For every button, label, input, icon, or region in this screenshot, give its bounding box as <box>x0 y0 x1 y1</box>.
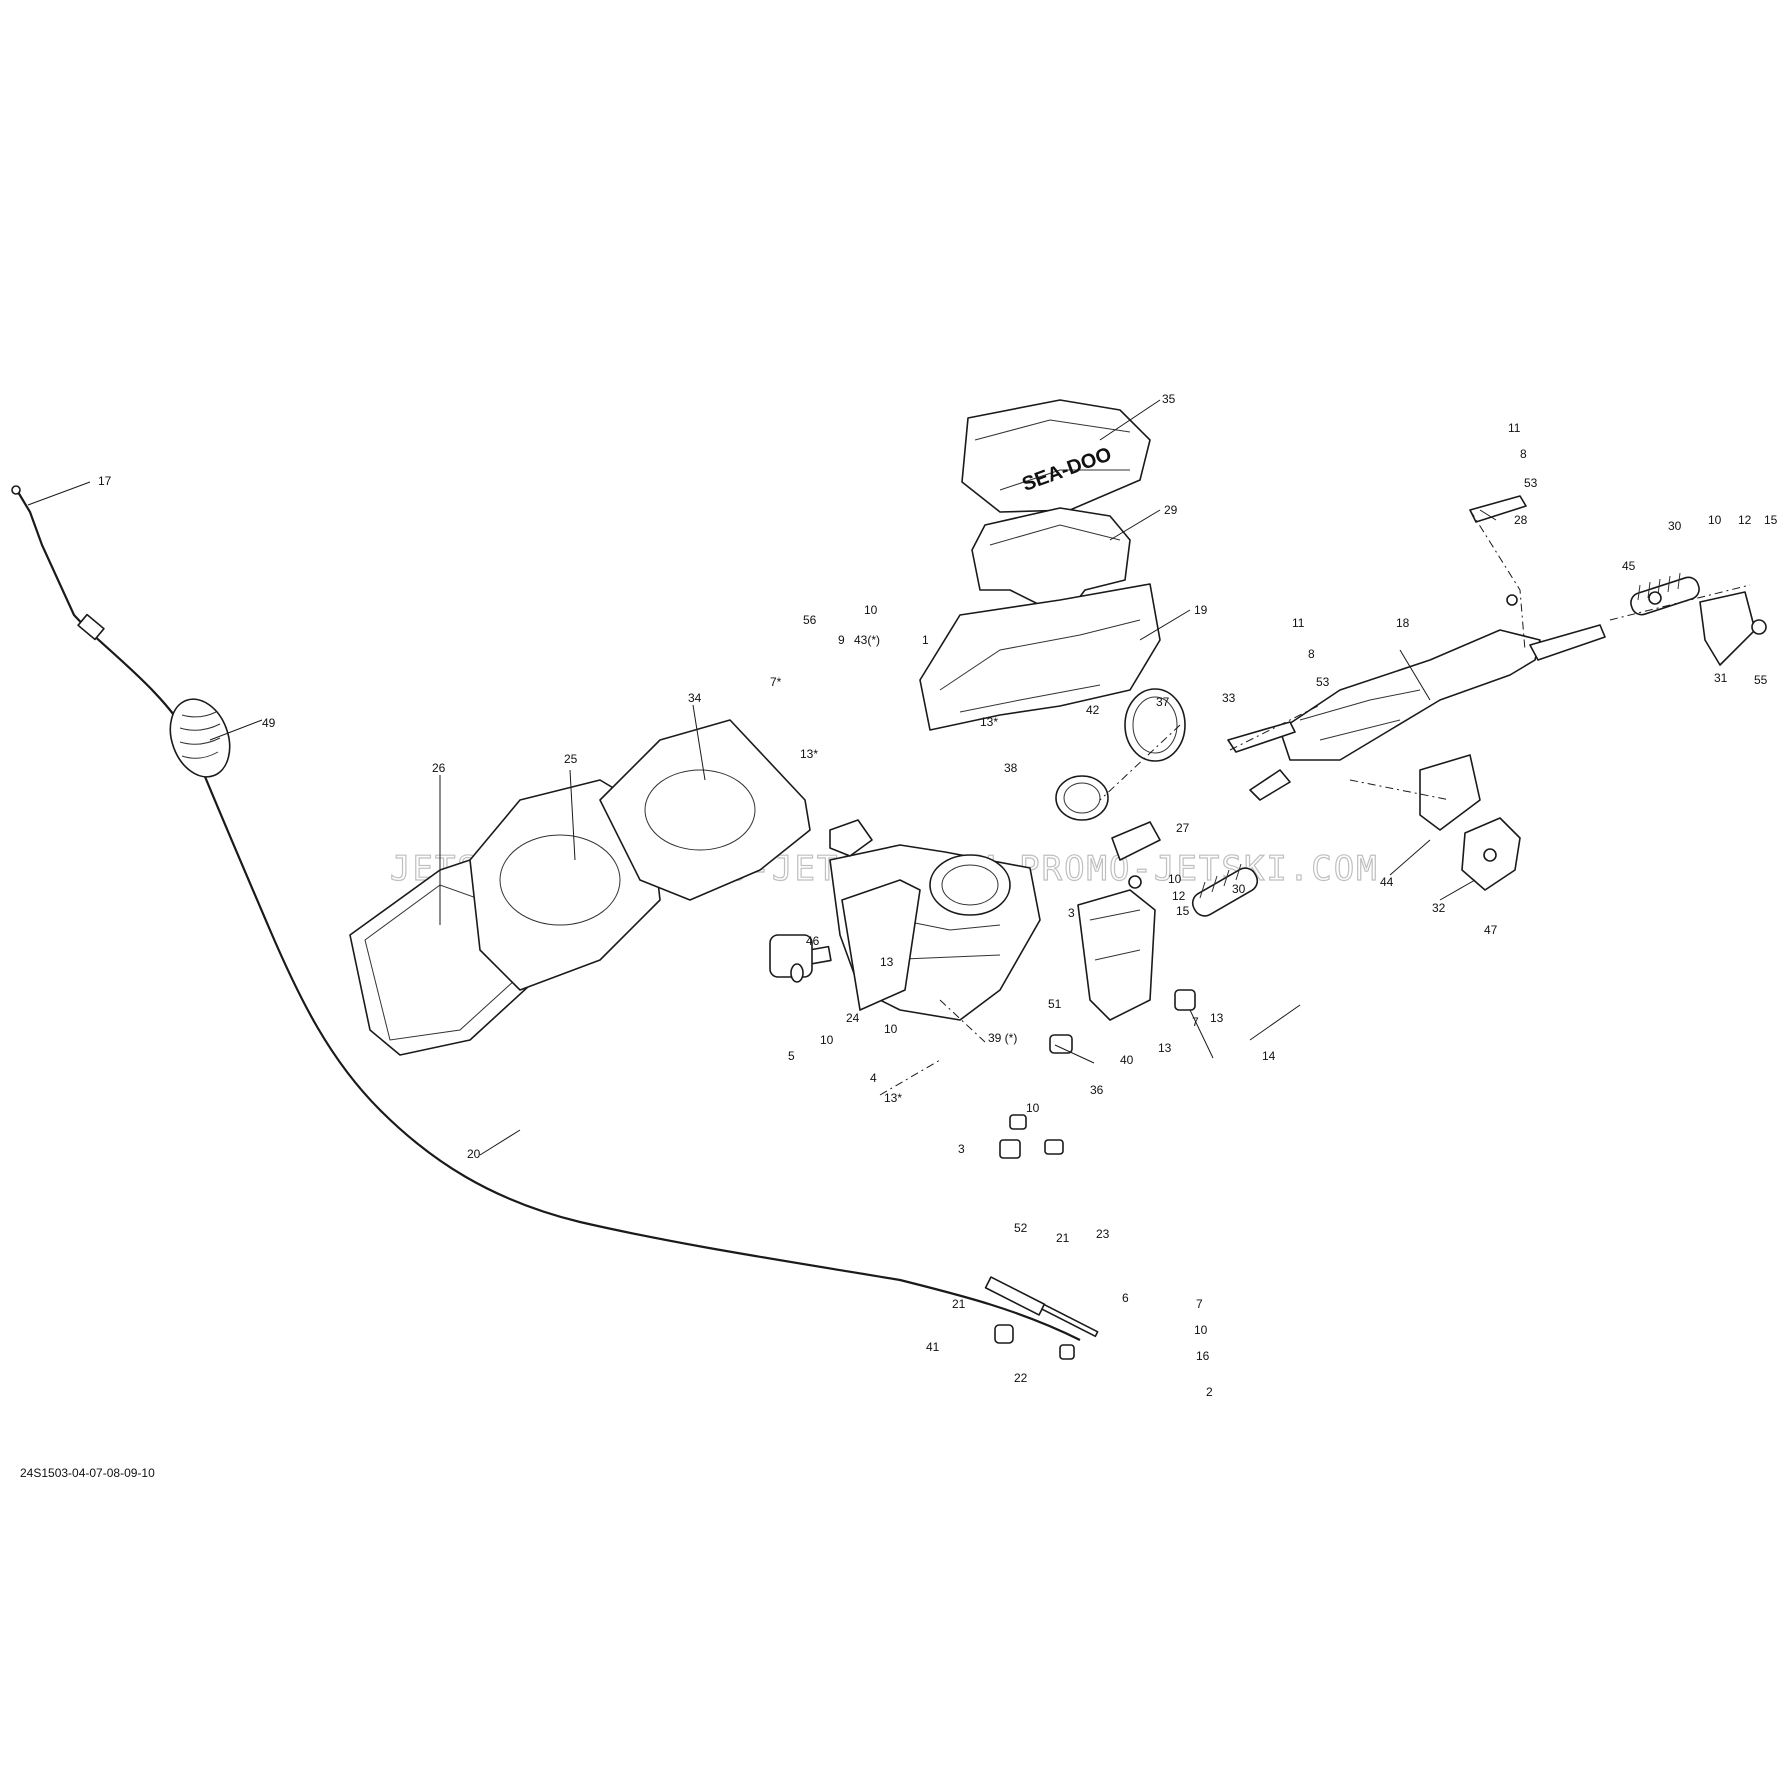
callout-15a: 15 <box>1176 904 1190 918</box>
throttle-cable <box>11 485 1099 1341</box>
callout-21b: 21 <box>952 1297 966 1311</box>
callout-56: 56 <box>803 613 817 627</box>
callout-13s-c: 13* <box>884 1091 902 1105</box>
part-34-bezel <box>599 719 811 901</box>
part-28-lever <box>1469 495 1527 523</box>
callout-9: 9 <box>838 633 845 647</box>
callout-19: 19 <box>1194 603 1208 617</box>
callout-12a: 12 <box>1172 889 1186 903</box>
callout-22: 22 <box>1014 1371 1028 1385</box>
callout-labels: 17 49 20 26 25 34 56 10 9 43(*) 1 7* 13*… <box>98 392 1777 1399</box>
part-35-cover: SEA-DOO <box>961 399 1151 513</box>
callout-44: 44 <box>1380 875 1394 889</box>
callout-51: 51 <box>1048 997 1062 1011</box>
callout-23: 23 <box>1096 1227 1110 1241</box>
callout-53b: 53 <box>1316 675 1330 689</box>
callout-43: 43(*) <box>854 633 880 647</box>
callout-5: 5 <box>788 1049 795 1063</box>
callout-15b: 15 <box>1764 513 1777 527</box>
callout-52: 52 <box>1014 1221 1028 1235</box>
part-38-bracket <box>841 879 921 1011</box>
callout-10c: 10 <box>820 1033 834 1047</box>
part-18-handlebar <box>1249 624 1606 801</box>
callout-24: 24 <box>846 1011 860 1025</box>
callout-35: 35 <box>1162 392 1176 406</box>
callout-16: 16 <box>1196 1349 1210 1363</box>
callout-18: 18 <box>1396 616 1410 630</box>
callout-7a: 7 <box>1192 1015 1199 1029</box>
callout-10a: 10 <box>864 603 878 617</box>
part-25-frame <box>469 779 661 991</box>
callout-4: 4 <box>870 1071 877 1085</box>
callout-32: 32 <box>1432 901 1446 915</box>
leader-lines <box>27 399 1497 1156</box>
callout-20: 20 <box>467 1147 481 1161</box>
callout-45: 45 <box>1622 559 1636 573</box>
callout-14: 14 <box>1262 1049 1276 1063</box>
callout-13s-b: 13* <box>980 715 998 729</box>
callout-25: 25 <box>564 752 578 766</box>
small-hardware <box>769 591 1767 1360</box>
callout-47: 47 <box>1484 923 1498 937</box>
callout-2: 2 <box>1206 1385 1213 1399</box>
callout-29: 29 <box>1164 503 1178 517</box>
part-27-switch <box>1111 821 1161 861</box>
callout-30b: 30 <box>1668 519 1682 533</box>
callout-13s-a: 13* <box>800 747 818 761</box>
callout-13b: 13 <box>1158 1041 1172 1055</box>
part-19-upper-panel <box>919 583 1161 731</box>
callout-7b: 7 <box>1196 1297 1203 1311</box>
callout-12b: 12 <box>1738 513 1752 527</box>
document-code: 24S1503-04-07-08-09-10 <box>20 1466 155 1480</box>
callout-8a: 8 <box>1520 447 1527 461</box>
callout-30a: 30 <box>1232 882 1246 896</box>
callout-10d: 10 <box>884 1022 898 1036</box>
callout-39: 39 (*) <box>988 1031 1017 1045</box>
callout-21a: 21 <box>1056 1231 1070 1245</box>
callout-26: 26 <box>432 761 446 775</box>
part-40-housing <box>1077 889 1156 1021</box>
part-30-grip-right <box>1630 572 1700 616</box>
assembly-centerlines <box>879 509 1751 1096</box>
callout-53a: 53 <box>1524 476 1538 490</box>
callout-36: 36 <box>1090 1083 1104 1097</box>
callout-27: 27 <box>1176 821 1190 835</box>
callout-49: 49 <box>262 716 276 730</box>
callout-10e: 10 <box>1026 1101 1040 1115</box>
callout-55: 55 <box>1754 673 1768 687</box>
callout-3b: 3 <box>958 1142 965 1156</box>
callout-34: 34 <box>688 691 702 705</box>
callout-7s: 7* <box>770 675 782 689</box>
callout-17: 17 <box>98 474 112 488</box>
callout-6: 6 <box>1122 1291 1129 1305</box>
callout-3a: 3 <box>1068 906 1075 920</box>
callout-31: 31 <box>1714 671 1728 685</box>
callout-33: 33 <box>1222 691 1236 705</box>
callout-8b: 8 <box>1308 647 1315 661</box>
callout-11b: 11 <box>1292 616 1305 630</box>
callout-1: 1 <box>922 633 929 647</box>
callout-10f: 10 <box>1708 513 1722 527</box>
callout-11a: 11 <box>1508 421 1521 435</box>
part-42-ring <box>1055 775 1109 821</box>
callout-46: 46 <box>806 934 820 948</box>
part-30-grip-left <box>1191 863 1259 917</box>
callout-42: 42 <box>1086 703 1100 717</box>
callout-38: 38 <box>1004 761 1018 775</box>
part-31-housing <box>1699 591 1756 666</box>
callout-37: 37 <box>1156 695 1170 709</box>
part-44-switch-housing <box>1419 754 1481 831</box>
callout-28: 28 <box>1514 513 1528 527</box>
callout-13a: 13 <box>880 955 894 969</box>
callout-13c: 13 <box>1210 1011 1224 1025</box>
callout-40: 40 <box>1120 1053 1134 1067</box>
callout-41: 41 <box>926 1340 940 1354</box>
callout-10g: 10 <box>1194 1323 1208 1337</box>
callout-10b: 10 <box>1168 872 1182 886</box>
part-37-ring <box>1124 688 1186 762</box>
